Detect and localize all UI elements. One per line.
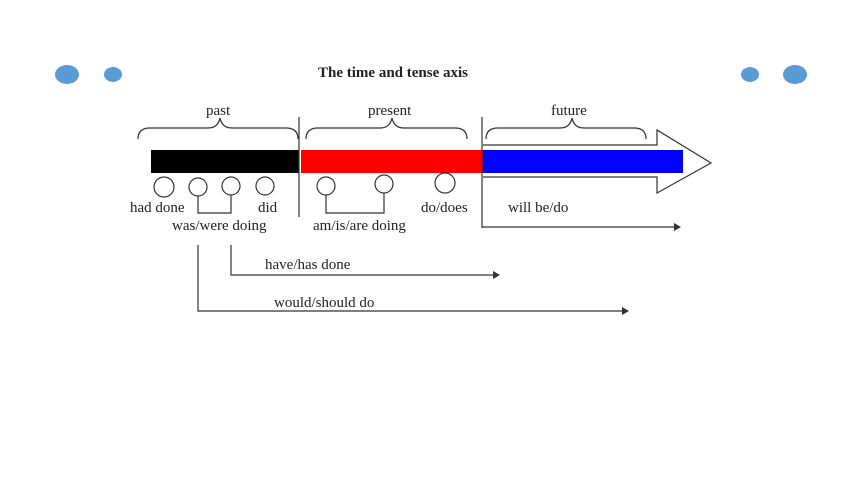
future-brace — [485, 117, 647, 140]
do-does-label: do/does — [421, 200, 468, 216]
was-were-doing-marker-start — [188, 177, 208, 197]
future-label: future — [551, 103, 587, 119]
am-is-are-doing-marker-start — [316, 176, 336, 196]
present-label: present — [368, 103, 412, 119]
decorative-dot-left-small — [104, 67, 122, 82]
am-is-are-doing-marker-end — [374, 174, 394, 194]
have-has-done-arrow — [230, 245, 493, 276]
will-be-do-arrowhead — [674, 223, 681, 231]
present-brace — [305, 117, 468, 140]
am-is-are-doing-label: am/is/are doing — [313, 218, 406, 234]
had-done-label: had done — [130, 200, 185, 216]
past-brace — [137, 117, 299, 140]
did-marker — [255, 176, 275, 196]
would-should-do-arrowhead — [622, 307, 629, 315]
do-does-marker — [434, 172, 456, 194]
would-should-do-arrow — [197, 245, 622, 312]
decorative-dot-right-large — [783, 65, 807, 84]
did-label: did — [258, 200, 278, 216]
was-were-doing-label: was/were doing — [172, 218, 267, 234]
have-has-done-label: have/has done — [265, 257, 351, 273]
would-should-do-label: would/should do — [274, 295, 375, 311]
had-done-marker — [153, 176, 175, 198]
have-has-done-arrowhead — [493, 271, 500, 279]
am-is-are-doing-bracket — [325, 193, 385, 214]
decorative-dot-right-small — [741, 67, 759, 82]
diagram-title: The time and tense axis — [318, 65, 468, 81]
future-bar — [483, 150, 683, 173]
present-bar — [301, 150, 483, 173]
decorative-dot-left-large — [55, 65, 79, 84]
was-were-doing-marker-end — [221, 176, 241, 196]
past-label: past — [206, 103, 231, 119]
was-were-doing-bracket — [197, 195, 232, 214]
past-bar — [151, 150, 299, 173]
will-be-do-label: will be/do — [508, 200, 569, 216]
